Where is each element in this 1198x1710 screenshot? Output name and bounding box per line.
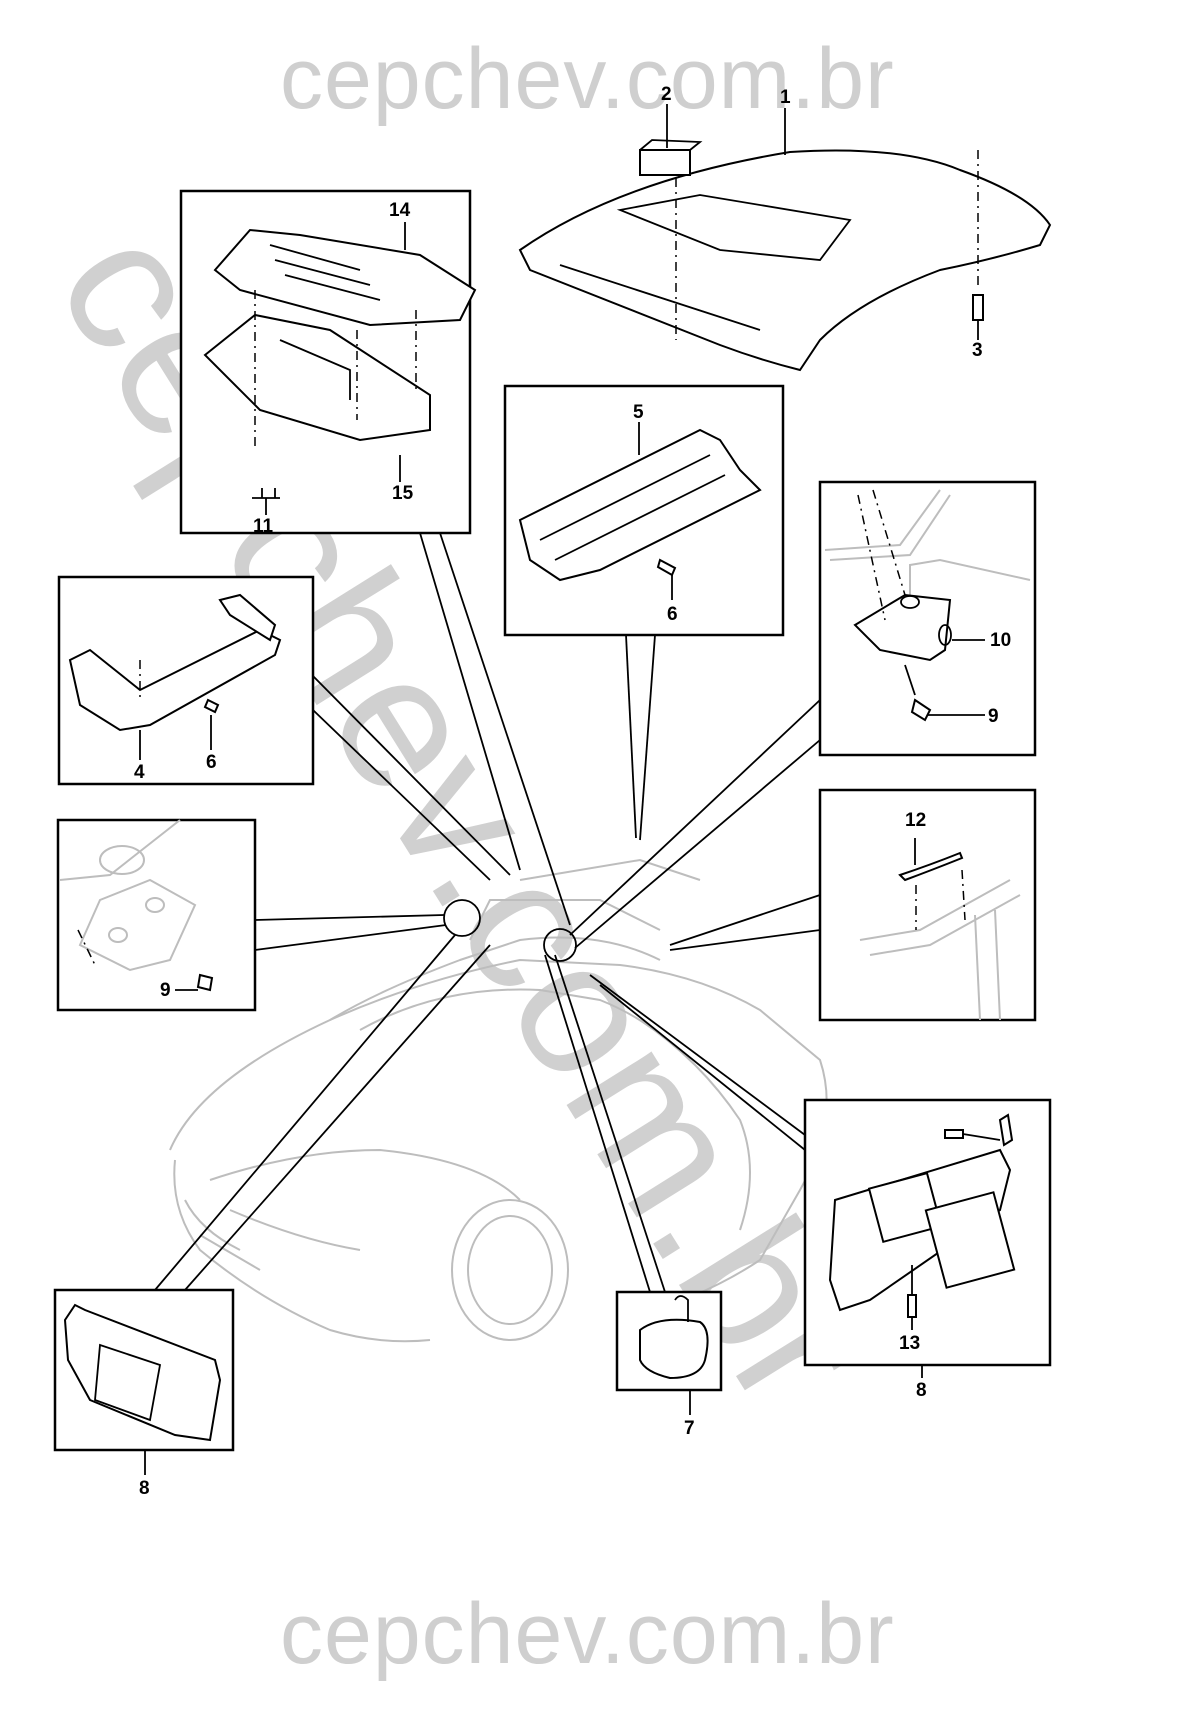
callout-9-left: 9 <box>160 980 171 1001</box>
callout-4: 4 <box>134 762 145 783</box>
callout-9-right: 9 <box>988 706 999 727</box>
callout-11: 11 <box>253 516 274 537</box>
detail-circle-right <box>543 928 577 962</box>
grab-handle-4-drawing <box>68 593 282 760</box>
grab-handle-5-drawing <box>518 422 762 600</box>
detail-circle-left <box>443 899 481 937</box>
interior-mirror-drawing <box>639 1295 709 1415</box>
sun-visor-right-drawing <box>828 1113 1016 1378</box>
leader-lines <box>154 532 821 1293</box>
callout-14: 14 <box>389 200 411 221</box>
callout-6-center: 6 <box>667 604 678 625</box>
visor-support-drawing <box>824 489 1031 722</box>
callout-10: 10 <box>990 630 1012 651</box>
callout-3: 3 <box>972 340 983 361</box>
callout-15: 15 <box>392 483 414 504</box>
callout-1: 1 <box>780 87 791 108</box>
callout-12: 12 <box>905 810 927 831</box>
car-outline <box>169 858 828 1343</box>
detail-box-visor-clip <box>56 818 257 1012</box>
callout-2: 2 <box>661 84 672 105</box>
callout-13: 13 <box>899 1333 921 1354</box>
callout-8-right: 8 <box>916 1380 927 1401</box>
watermark-bottom: cepchev.com.br <box>280 1586 895 1682</box>
visor-clip-drawing <box>59 819 214 992</box>
callout-6-left: 6 <box>206 752 217 773</box>
seal-drawing <box>859 838 1021 1021</box>
headliner-drawing <box>518 139 1052 372</box>
callout-7: 7 <box>684 1418 695 1439</box>
roof-console-drawing <box>203 222 477 515</box>
watermark-top: cepchev.com.br <box>280 31 895 127</box>
callout-5: 5 <box>633 402 644 423</box>
callout-8-left: 8 <box>139 1478 150 1499</box>
sun-visor-left-drawing <box>63 1303 222 1475</box>
